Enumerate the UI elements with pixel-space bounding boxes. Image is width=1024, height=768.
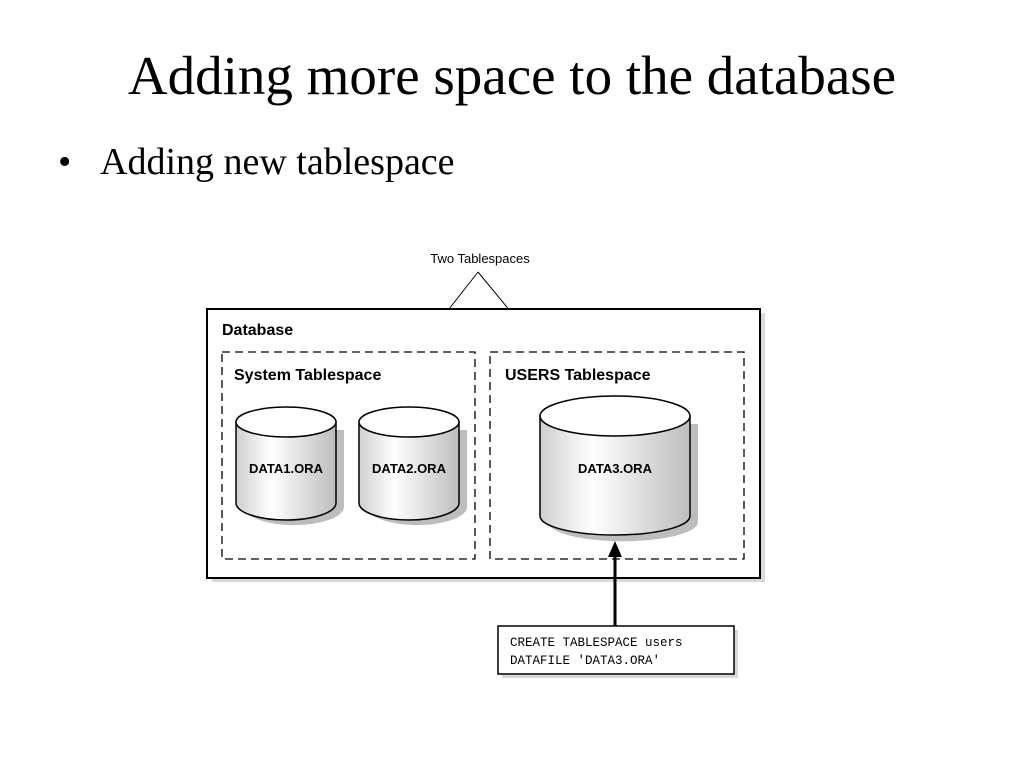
database-label: Database bbox=[222, 322, 293, 339]
slide-title: Adding more space to the database bbox=[127, 45, 897, 106]
command-arrow-head bbox=[608, 541, 622, 557]
system-tablespace-label: System Tablespace bbox=[234, 367, 381, 384]
bullet-text: Adding new tablespace bbox=[100, 141, 455, 183]
users-tablespace-label: USERS Tablespace bbox=[505, 367, 651, 384]
datafile-cylinder-data3: DATA3.ORA bbox=[539, 395, 698, 542]
bullet-item: • Adding new tablespace bbox=[58, 138, 455, 186]
command-line: CREATE TABLESPACE users bbox=[510, 636, 683, 650]
datafile-label: DATA1.ORA bbox=[249, 461, 324, 476]
datafile-cylinder-data2: DATA2.ORA bbox=[358, 406, 467, 526]
datafile-label: DATA3.ORA bbox=[578, 461, 653, 476]
command-box bbox=[497, 625, 735, 675]
system-tablespace-box bbox=[221, 351, 476, 560]
users-tablespace-box bbox=[489, 351, 745, 560]
callout-label: Two Tablespaces bbox=[430, 251, 530, 266]
datafile-cylinder-data1: DATA1.ORA bbox=[235, 406, 344, 526]
datafile-label: DATA2.ORA bbox=[372, 461, 447, 476]
command-line: DATAFILE 'DATA3.ORA' bbox=[510, 654, 660, 668]
bullet-symbol: • bbox=[58, 141, 72, 183]
